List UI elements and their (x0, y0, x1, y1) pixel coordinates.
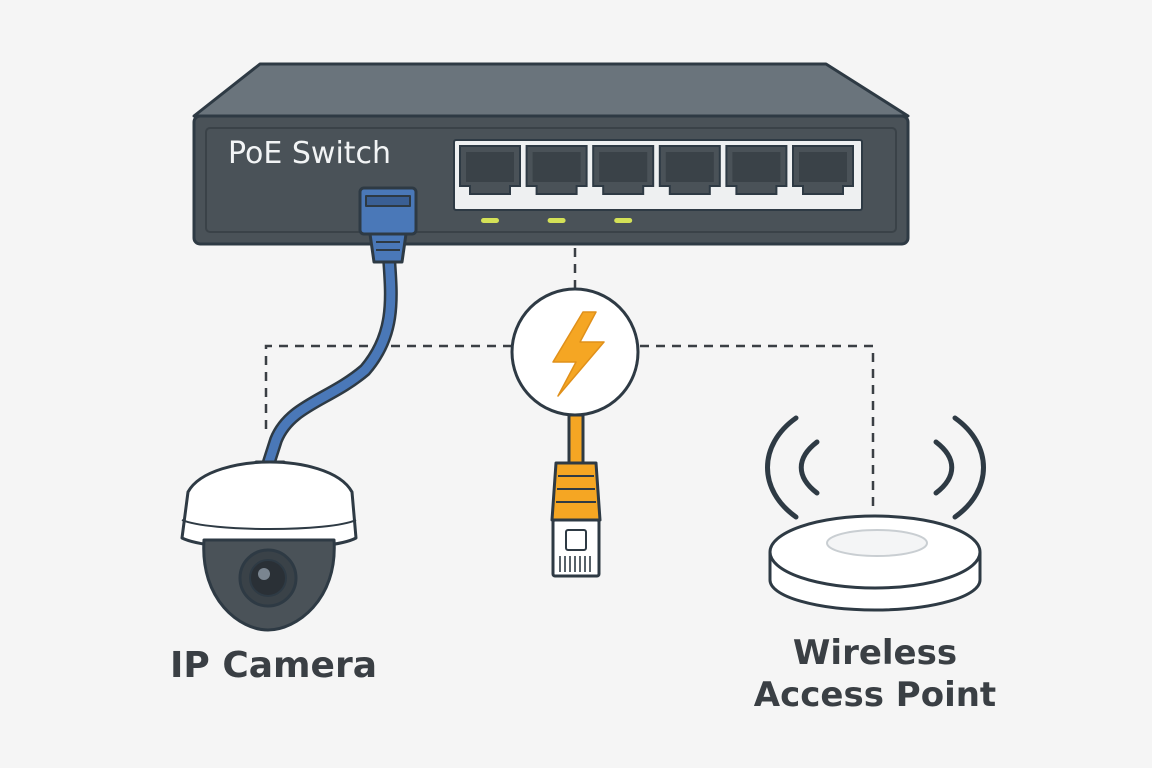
switch-port (525, 145, 588, 195)
dashed-line-to-camera (264, 344, 512, 432)
switch-port (658, 145, 721, 195)
ip-camera (180, 460, 358, 632)
switch-top-face (192, 62, 910, 118)
port-led (481, 218, 499, 223)
access-point-label: Wireless Access Point (735, 632, 1015, 716)
dashed-connections (264, 248, 875, 512)
port-led (614, 218, 633, 223)
switch-port (792, 145, 854, 195)
wifi-signal-icon (765, 415, 986, 520)
switch-label: PoE Switch (228, 136, 392, 171)
switch-ports (459, 145, 854, 195)
port-led (547, 218, 566, 223)
access-point-label-line2: Access Point (753, 675, 997, 715)
dashed-line-to-ap (640, 344, 875, 512)
switch-port (592, 145, 655, 195)
access-point-label-line1: Wireless (792, 633, 958, 673)
switch-port (725, 145, 788, 195)
wireless-access-point (768, 514, 982, 612)
orange-ethernet-plug (550, 413, 602, 578)
switch-leds (481, 218, 633, 223)
lightning-bolt-icon (552, 311, 605, 397)
power-badge (510, 287, 640, 417)
switch-port (459, 145, 521, 195)
camera-base (180, 460, 358, 550)
blue-rj45-connector (358, 186, 418, 264)
camera-label: IP Camera (170, 645, 377, 686)
